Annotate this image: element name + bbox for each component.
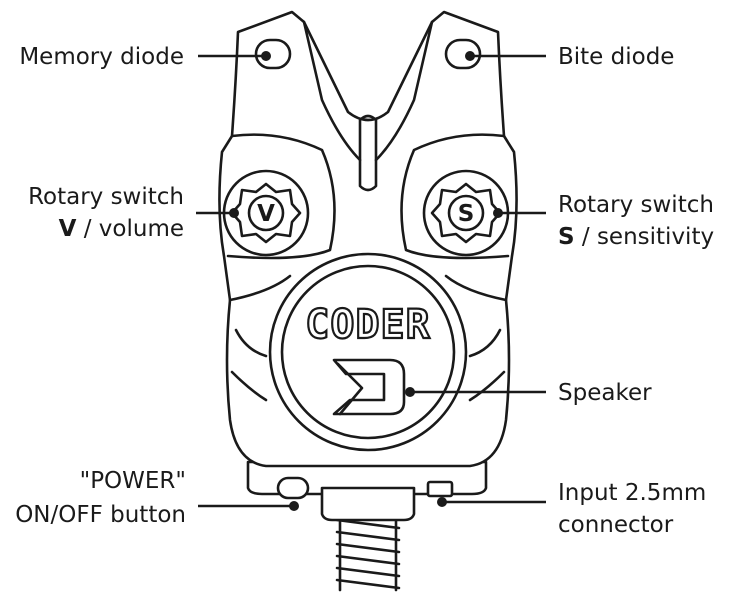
label-rotary-v-rest: / volume bbox=[76, 216, 184, 242]
knob-s-letter: S bbox=[458, 201, 475, 227]
label-rotary-v-key: V bbox=[59, 216, 77, 242]
knob-v-letter: V bbox=[257, 201, 275, 227]
label-rotary-s-line1: Rotary switch bbox=[558, 192, 714, 218]
label-bite-diode: Bite diode bbox=[558, 44, 674, 70]
brand-name: CODER bbox=[305, 302, 430, 348]
speaker: CODER bbox=[268, 252, 468, 452]
label-memory-diode: Memory diode bbox=[19, 44, 184, 70]
label-rotary-s-rest: / sensitivity bbox=[575, 224, 715, 250]
label-rotary-s-line2: S / sensitivity bbox=[558, 224, 714, 250]
label-power-line2: ON/OFF button bbox=[15, 502, 186, 528]
power-button[interactable] bbox=[276, 476, 310, 500]
leader-lines bbox=[196, 51, 546, 511]
rotary-switch-v[interactable]: V bbox=[222, 169, 310, 257]
label-rotary-v-line1: Rotary switch bbox=[28, 184, 184, 210]
label-power-line1: "POWER" bbox=[80, 468, 186, 494]
label-input-line1: Input 2.5mm bbox=[558, 480, 706, 506]
label-speaker: Speaker bbox=[558, 380, 652, 406]
threaded-screw bbox=[335, 508, 401, 592]
label-rotary-s-key: S bbox=[558, 224, 575, 250]
brand-logo-icon bbox=[332, 358, 406, 416]
label-rotary-v-line2: V / volume bbox=[59, 216, 184, 242]
input-connector bbox=[426, 480, 454, 498]
memory-diode bbox=[254, 38, 292, 70]
bite-diode bbox=[444, 38, 482, 70]
label-input-line2: connector bbox=[558, 512, 674, 538]
